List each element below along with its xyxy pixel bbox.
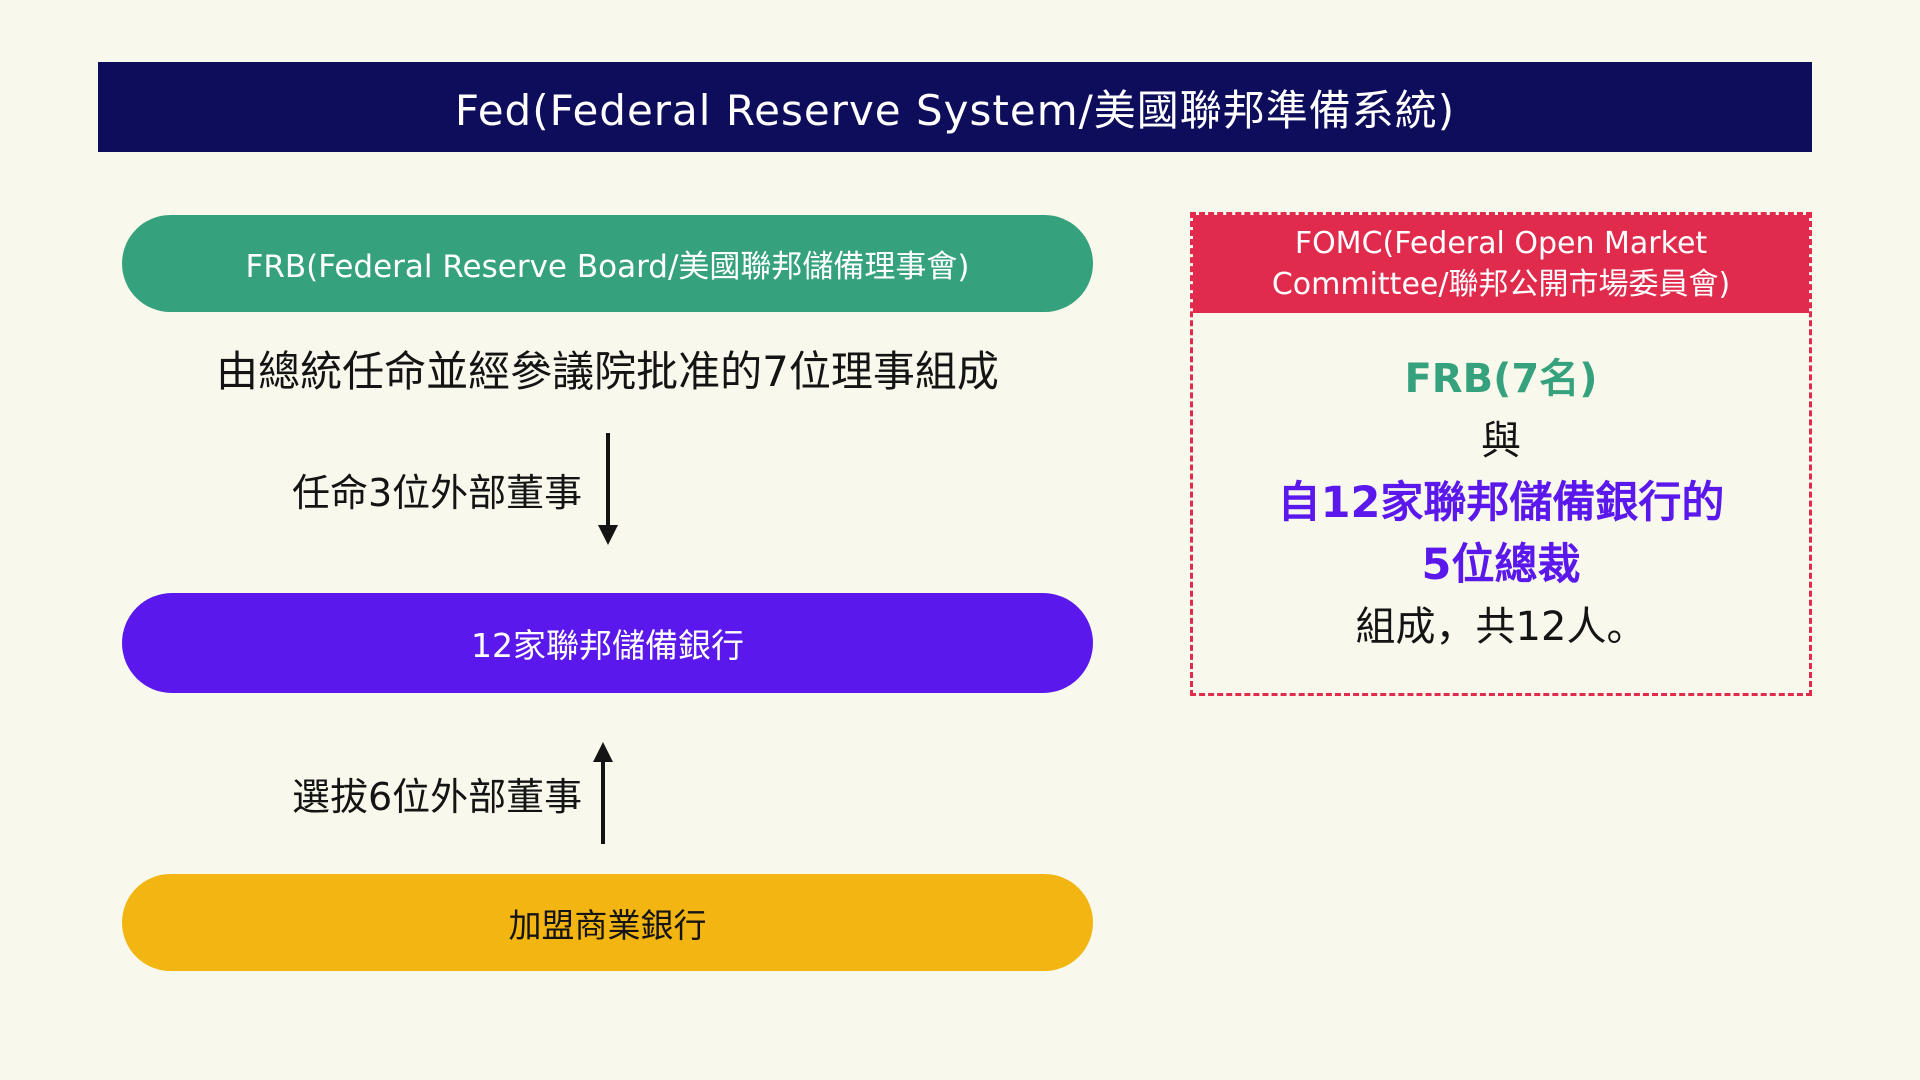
- fomc-header-line1: FOMC(Federal Open Market: [1294, 225, 1708, 261]
- frb-pill-label: FRB(Federal Reserve Board/美國聯邦儲備理事會): [245, 249, 970, 285]
- reserve-banks-pill-label: 12家聯邦儲備銀行: [471, 626, 744, 665]
- arrow-down-label: 任命3位外部董事: [292, 471, 583, 515]
- frb-composition-note: 由總統任命並經參議院批准的7位理事組成: [216, 347, 999, 396]
- fomc-header-line2: Committee/聯邦公開市場委員會): [1271, 267, 1731, 302]
- member-banks-pill: 加盟商業銀行: [122, 874, 1093, 971]
- page-title-bar: Fed(Federal Reserve System/美國聯邦準備系統): [98, 62, 1812, 152]
- fomc-body: FRB(7名) 與 自12家聯邦儲備銀行的 5位總裁 組成，共12人。: [1193, 313, 1809, 693]
- fomc-line-and: 與: [1481, 418, 1521, 464]
- reserve-banks-pill: 12家聯邦儲備銀行: [122, 593, 1093, 693]
- arrow-down-icon: [598, 433, 618, 545]
- frb-pill: FRB(Federal Reserve Board/美國聯邦儲備理事會): [122, 215, 1093, 312]
- arrow-up-label: 選拔6位外部董事: [292, 775, 583, 819]
- fomc-line-presidents: 5位總裁: [1421, 540, 1581, 590]
- fomc-header: FOMC(Federal Open Market Committee/聯邦公開市…: [1193, 215, 1809, 313]
- page-title: Fed(Federal Reserve System/美國聯邦準備系統): [454, 85, 1456, 135]
- fomc-box: FOMC(Federal Open Market Committee/聯邦公開市…: [1190, 212, 1812, 696]
- fomc-line-reserve-banks: 自12家聯邦儲備銀行的: [1277, 478, 1725, 528]
- fomc-line-frb: FRB(7名): [1404, 356, 1598, 402]
- member-banks-pill-label: 加盟商業銀行: [508, 905, 707, 945]
- arrow-up-icon: [593, 742, 613, 844]
- fomc-line-total: 組成，共12人。: [1355, 604, 1647, 650]
